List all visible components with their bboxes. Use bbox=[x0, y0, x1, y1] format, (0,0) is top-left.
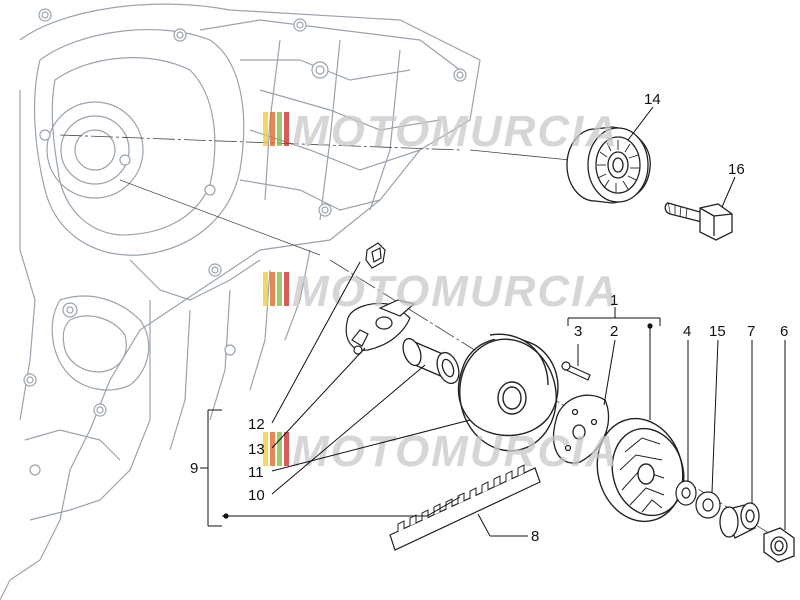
crankcase-bolt-holes bbox=[23, 8, 467, 476]
drive-belt-part-8 bbox=[389, 464, 541, 551]
label-part-14: 14 bbox=[644, 91, 661, 108]
label-part-1: 1 bbox=[610, 292, 618, 309]
leader-lines bbox=[200, 106, 786, 537]
label-part-7: 7 bbox=[747, 323, 755, 340]
watermark-middle: MOTOMURCIA bbox=[263, 267, 619, 316]
label-part-6: 6 bbox=[780, 323, 788, 340]
part-labels: 14 16 1 3 2 4 15 7 6 12 13 11 10 9 8 bbox=[190, 91, 788, 545]
idler-pulley-part-14 bbox=[566, 126, 651, 204]
watermark-bottom: MOTOMURCIA bbox=[263, 427, 619, 476]
cam-plate-part-2 bbox=[552, 394, 610, 464]
watermark-text-bottom: MOTOMURCIA bbox=[292, 427, 619, 476]
pulley-half-part-11 bbox=[457, 333, 559, 452]
label-part-11: 11 bbox=[248, 464, 264, 481]
ramp-plate-part-13 bbox=[345, 299, 416, 355]
label-part-8: 8 bbox=[531, 528, 539, 545]
leader-dots bbox=[223, 323, 653, 519]
watermark-top: MOTOMURCIA bbox=[263, 107, 619, 156]
bolt-part-16 bbox=[664, 202, 733, 241]
label-part-3: 3 bbox=[574, 323, 582, 340]
label-part-15: 15 bbox=[709, 323, 726, 340]
washer-part-4 bbox=[675, 480, 697, 506]
screw-part-3 bbox=[561, 361, 591, 381]
label-part-9: 9 bbox=[190, 460, 198, 477]
label-part-4: 4 bbox=[683, 323, 691, 340]
fan-pulley-part-1 bbox=[596, 417, 685, 523]
washer-part-15 bbox=[695, 491, 721, 519]
label-part-12: 12 bbox=[248, 416, 265, 433]
clip-part-12 bbox=[365, 242, 386, 269]
label-part-16: 16 bbox=[728, 161, 745, 178]
watermark-text-top: MOTOMURCIA bbox=[292, 107, 619, 156]
label-part-10: 10 bbox=[248, 487, 265, 504]
label-part-2: 2 bbox=[610, 323, 618, 340]
watermark-text-middle: MOTOMURCIA bbox=[292, 267, 619, 316]
nut-part-6 bbox=[763, 527, 795, 563]
label-part-13: 13 bbox=[248, 441, 265, 458]
sleeve-part-10 bbox=[402, 337, 460, 385]
spacer-part-7 bbox=[719, 502, 760, 539]
